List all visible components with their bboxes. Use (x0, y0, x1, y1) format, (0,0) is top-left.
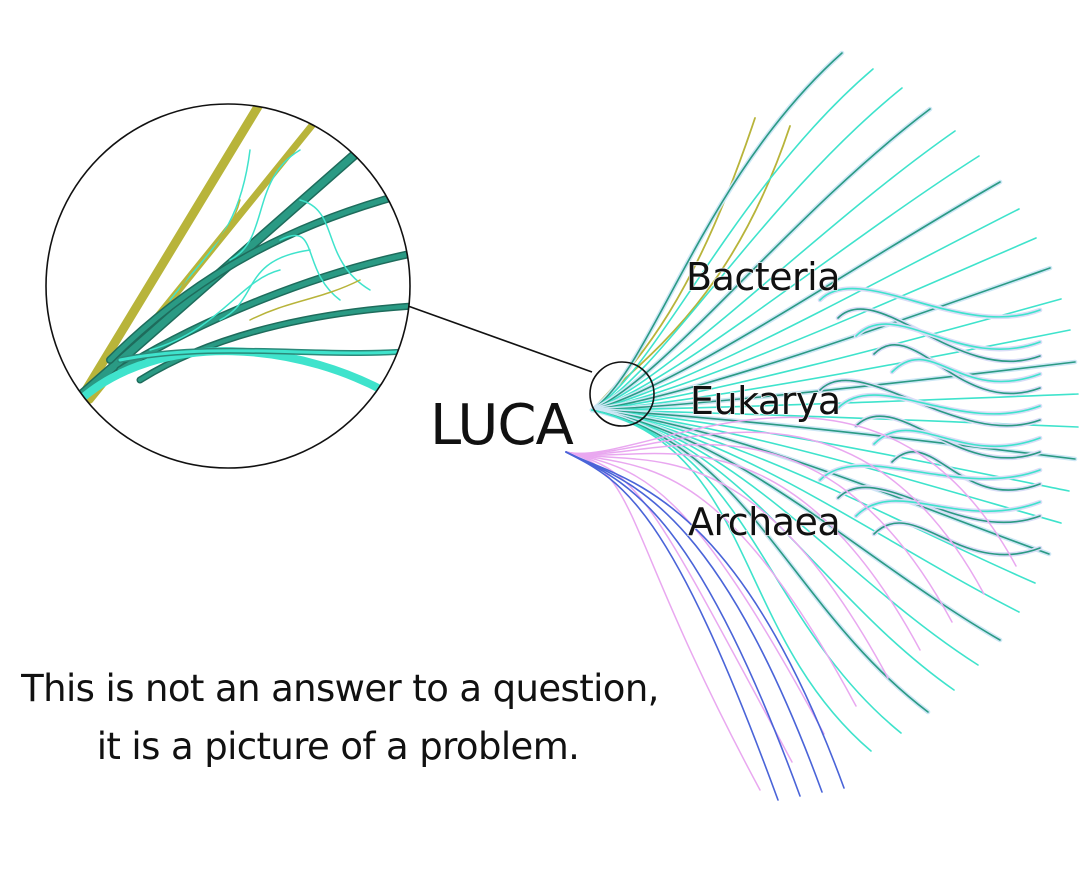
caption-line-1: This is not an answer to a question, (20, 667, 659, 710)
eukarya-bacteria-lineage (592, 53, 842, 410)
eukarya-bacteria-lineage-halo (592, 53, 842, 410)
archaea-label: Archaea (688, 500, 840, 544)
luca-label: LUCA (430, 393, 574, 458)
eukarya-bacteria-lineage (592, 88, 902, 410)
eukarya-label: Eukarya (690, 379, 841, 423)
zoom-lens (46, 100, 430, 468)
bacteria-label: Bacteria (686, 255, 840, 299)
caption-line-2: it is a picture of a problem. (97, 725, 580, 768)
zoom-connector-line (408, 306, 592, 372)
